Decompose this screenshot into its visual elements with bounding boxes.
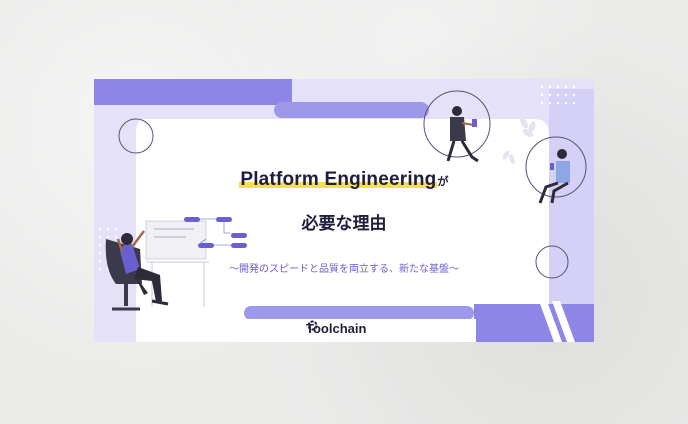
banner-title-line1: Platform Engineeringが xyxy=(94,169,594,191)
person-swing-illustration-2 xyxy=(525,136,587,204)
banner-card: Platform Engineeringが 必要な理由 〜開発のスピードと品質を… xyxy=(94,79,594,342)
brand-name: Toolchain xyxy=(306,320,367,336)
title-highlight: Platform Engineering xyxy=(239,169,438,190)
top-pill xyxy=(274,102,429,118)
title-particle: が xyxy=(437,176,449,188)
person-swing-illustration-1 xyxy=(423,90,491,163)
slanted-bars xyxy=(539,301,575,342)
gear-icon xyxy=(307,320,318,331)
person-chair-illustration xyxy=(105,230,169,311)
banner-title-line2: 必要な理由 xyxy=(301,214,387,234)
white-panel xyxy=(136,119,549,319)
outline-circle-left xyxy=(118,118,154,154)
outline-circle-right xyxy=(535,245,569,279)
dot-grid-right xyxy=(540,85,576,105)
banner-decoration xyxy=(94,79,594,342)
bottom-pill xyxy=(244,306,474,320)
flow-diagram-illustration xyxy=(145,217,247,307)
top-left-bar xyxy=(94,79,292,105)
brand-logo: Toolchain xyxy=(306,319,366,337)
right-band xyxy=(549,89,594,342)
bottom-white-strip xyxy=(136,319,476,342)
banner-subtitle: 〜開発のスピードと品質を両立する、新たな基盤〜 xyxy=(229,264,459,275)
bottom-right-block xyxy=(474,304,594,342)
leaf-decoration xyxy=(502,117,536,164)
